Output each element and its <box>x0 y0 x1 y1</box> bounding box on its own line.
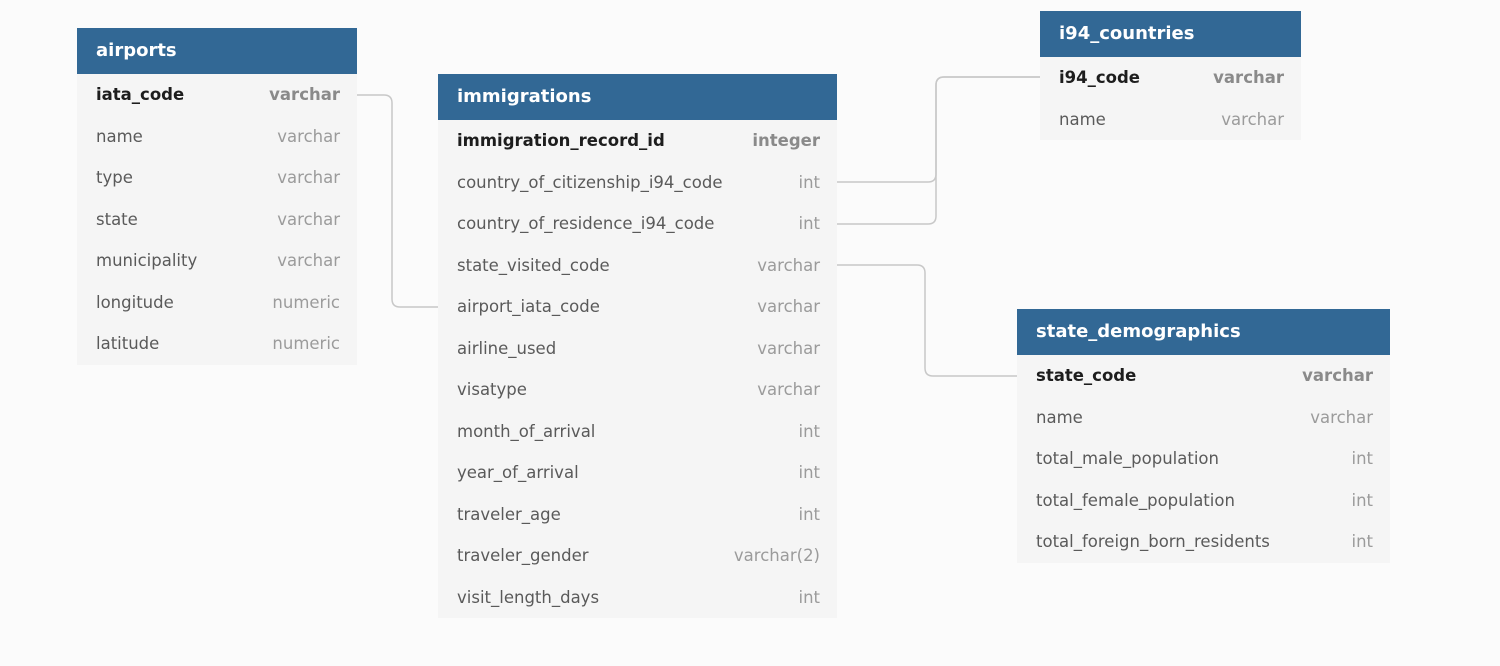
column-name: visatype <box>457 380 527 400</box>
column-row[interactable]: immigration_record_id integer <box>438 120 837 162</box>
table-immigrations[interactable]: immigrations immigration_record_id integ… <box>438 74 837 618</box>
column-name: airline_used <box>457 338 557 358</box>
column-type: int <box>798 587 820 607</box>
column-row[interactable]: airport_iata_code varchar <box>438 286 837 328</box>
column-row[interactable]: country_of_residence_i94_code int <box>438 203 837 245</box>
column-name: airport_iata_code <box>457 297 600 317</box>
column-type: varchar(2) <box>733 546 820 566</box>
column-type: varchar <box>277 168 340 188</box>
column-row[interactable]: type varchar <box>77 157 357 199</box>
column-name: year_of_arrival <box>457 463 579 483</box>
column-type: int <box>798 214 820 234</box>
column-row[interactable]: visatype varchar <box>438 369 837 411</box>
column-row[interactable]: country_of_citizenship_i94_code int <box>438 162 837 204</box>
column-type: varchar <box>1221 109 1284 129</box>
column-name: immigration_record_id <box>457 131 665 151</box>
column-type: varchar <box>757 255 820 275</box>
column-name: visit_length_days <box>457 587 600 607</box>
column-list: state_code varchar name varchar total_ma… <box>1017 355 1390 563</box>
relation-state-visited <box>836 264 1017 377</box>
column-name: longitude <box>96 292 174 312</box>
column-name: name <box>1036 407 1083 427</box>
column-row[interactable]: state_code varchar <box>1017 355 1390 397</box>
column-name: country_of_citizenship_i94_code <box>457 172 723 192</box>
column-type: int <box>1351 532 1373 552</box>
column-list: i94_code varchar name varchar <box>1040 57 1301 140</box>
column-name: state <box>96 209 138 229</box>
column-name: municipality <box>96 251 198 271</box>
column-name: month_of_arrival <box>457 421 596 441</box>
column-list: iata_code varchar name varchar type varc… <box>77 74 357 365</box>
table-header[interactable]: immigrations <box>438 74 837 120</box>
column-row[interactable]: state varchar <box>77 199 357 241</box>
column-name: name <box>96 126 143 146</box>
column-name: i94_code <box>1059 68 1140 88</box>
relation-airport-iata <box>356 94 438 308</box>
column-type: varchar <box>1213 68 1284 88</box>
column-row[interactable]: municipality varchar <box>77 240 357 282</box>
column-type: varchar <box>1310 407 1373 427</box>
relation-citizenship-country <box>836 76 1040 183</box>
column-name: iata_code <box>96 85 185 105</box>
table-header[interactable]: state_demographics <box>1017 309 1390 355</box>
column-type: varchar <box>277 251 340 271</box>
table-state-demographics[interactable]: state_demographics state_code varchar na… <box>1017 309 1390 563</box>
column-name: total_male_population <box>1036 449 1219 469</box>
column-row[interactable]: total_male_population int <box>1017 438 1390 480</box>
column-type: int <box>1351 490 1373 510</box>
column-row[interactable]: latitude numeric <box>77 323 357 365</box>
column-row[interactable]: name varchar <box>77 116 357 158</box>
column-row[interactable]: month_of_arrival int <box>438 411 837 453</box>
column-name: total_foreign_born_residents <box>1036 532 1270 552</box>
column-row[interactable]: airline_used varchar <box>438 328 837 370</box>
column-type: varchar <box>1302 366 1373 386</box>
column-row[interactable]: total_female_population int <box>1017 480 1390 522</box>
table-header[interactable]: airports <box>77 28 357 74</box>
column-type: varchar <box>269 85 340 105</box>
column-type: int <box>798 172 820 192</box>
column-type: integer <box>752 131 820 151</box>
column-name: state_visited_code <box>457 255 610 275</box>
column-type: numeric <box>272 292 340 312</box>
column-row[interactable]: traveler_gender varchar(2) <box>438 535 837 577</box>
column-row[interactable]: total_foreign_born_residents int <box>1017 521 1390 563</box>
column-type: varchar <box>757 338 820 358</box>
column-name: country_of_residence_i94_code <box>457 214 715 234</box>
column-row[interactable]: year_of_arrival int <box>438 452 837 494</box>
column-row[interactable]: name varchar <box>1040 99 1301 141</box>
column-row[interactable]: iata_code varchar <box>77 74 357 116</box>
column-row[interactable]: visit_length_days int <box>438 577 837 619</box>
column-type: varchar <box>757 380 820 400</box>
table-airports[interactable]: airports iata_code varchar name varchar … <box>77 28 357 365</box>
table-i94-countries[interactable]: i94_countries i94_code varchar name varc… <box>1040 11 1301 140</box>
column-type: numeric <box>272 334 340 354</box>
column-row[interactable]: traveler_age int <box>438 494 837 536</box>
column-name: state_code <box>1036 366 1137 386</box>
column-name: name <box>1059 109 1106 129</box>
column-name: type <box>96 168 133 188</box>
column-row[interactable]: state_visited_code varchar <box>438 245 837 287</box>
column-name: latitude <box>96 334 160 354</box>
column-type: int <box>1351 449 1373 469</box>
relation-residence-country <box>836 76 1040 225</box>
column-list: immigration_record_id integer country_of… <box>438 120 837 618</box>
column-name: traveler_gender <box>457 546 589 566</box>
column-type: varchar <box>277 209 340 229</box>
column-type: int <box>798 504 820 524</box>
column-row[interactable]: i94_code varchar <box>1040 57 1301 99</box>
column-type: varchar <box>757 297 820 317</box>
column-name: traveler_age <box>457 504 561 524</box>
column-row[interactable]: name varchar <box>1017 397 1390 439</box>
column-type: int <box>798 463 820 483</box>
column-name: total_female_population <box>1036 490 1235 510</box>
column-row[interactable]: longitude numeric <box>77 282 357 324</box>
table-header[interactable]: i94_countries <box>1040 11 1301 57</box>
column-type: varchar <box>277 126 340 146</box>
column-type: int <box>798 421 820 441</box>
